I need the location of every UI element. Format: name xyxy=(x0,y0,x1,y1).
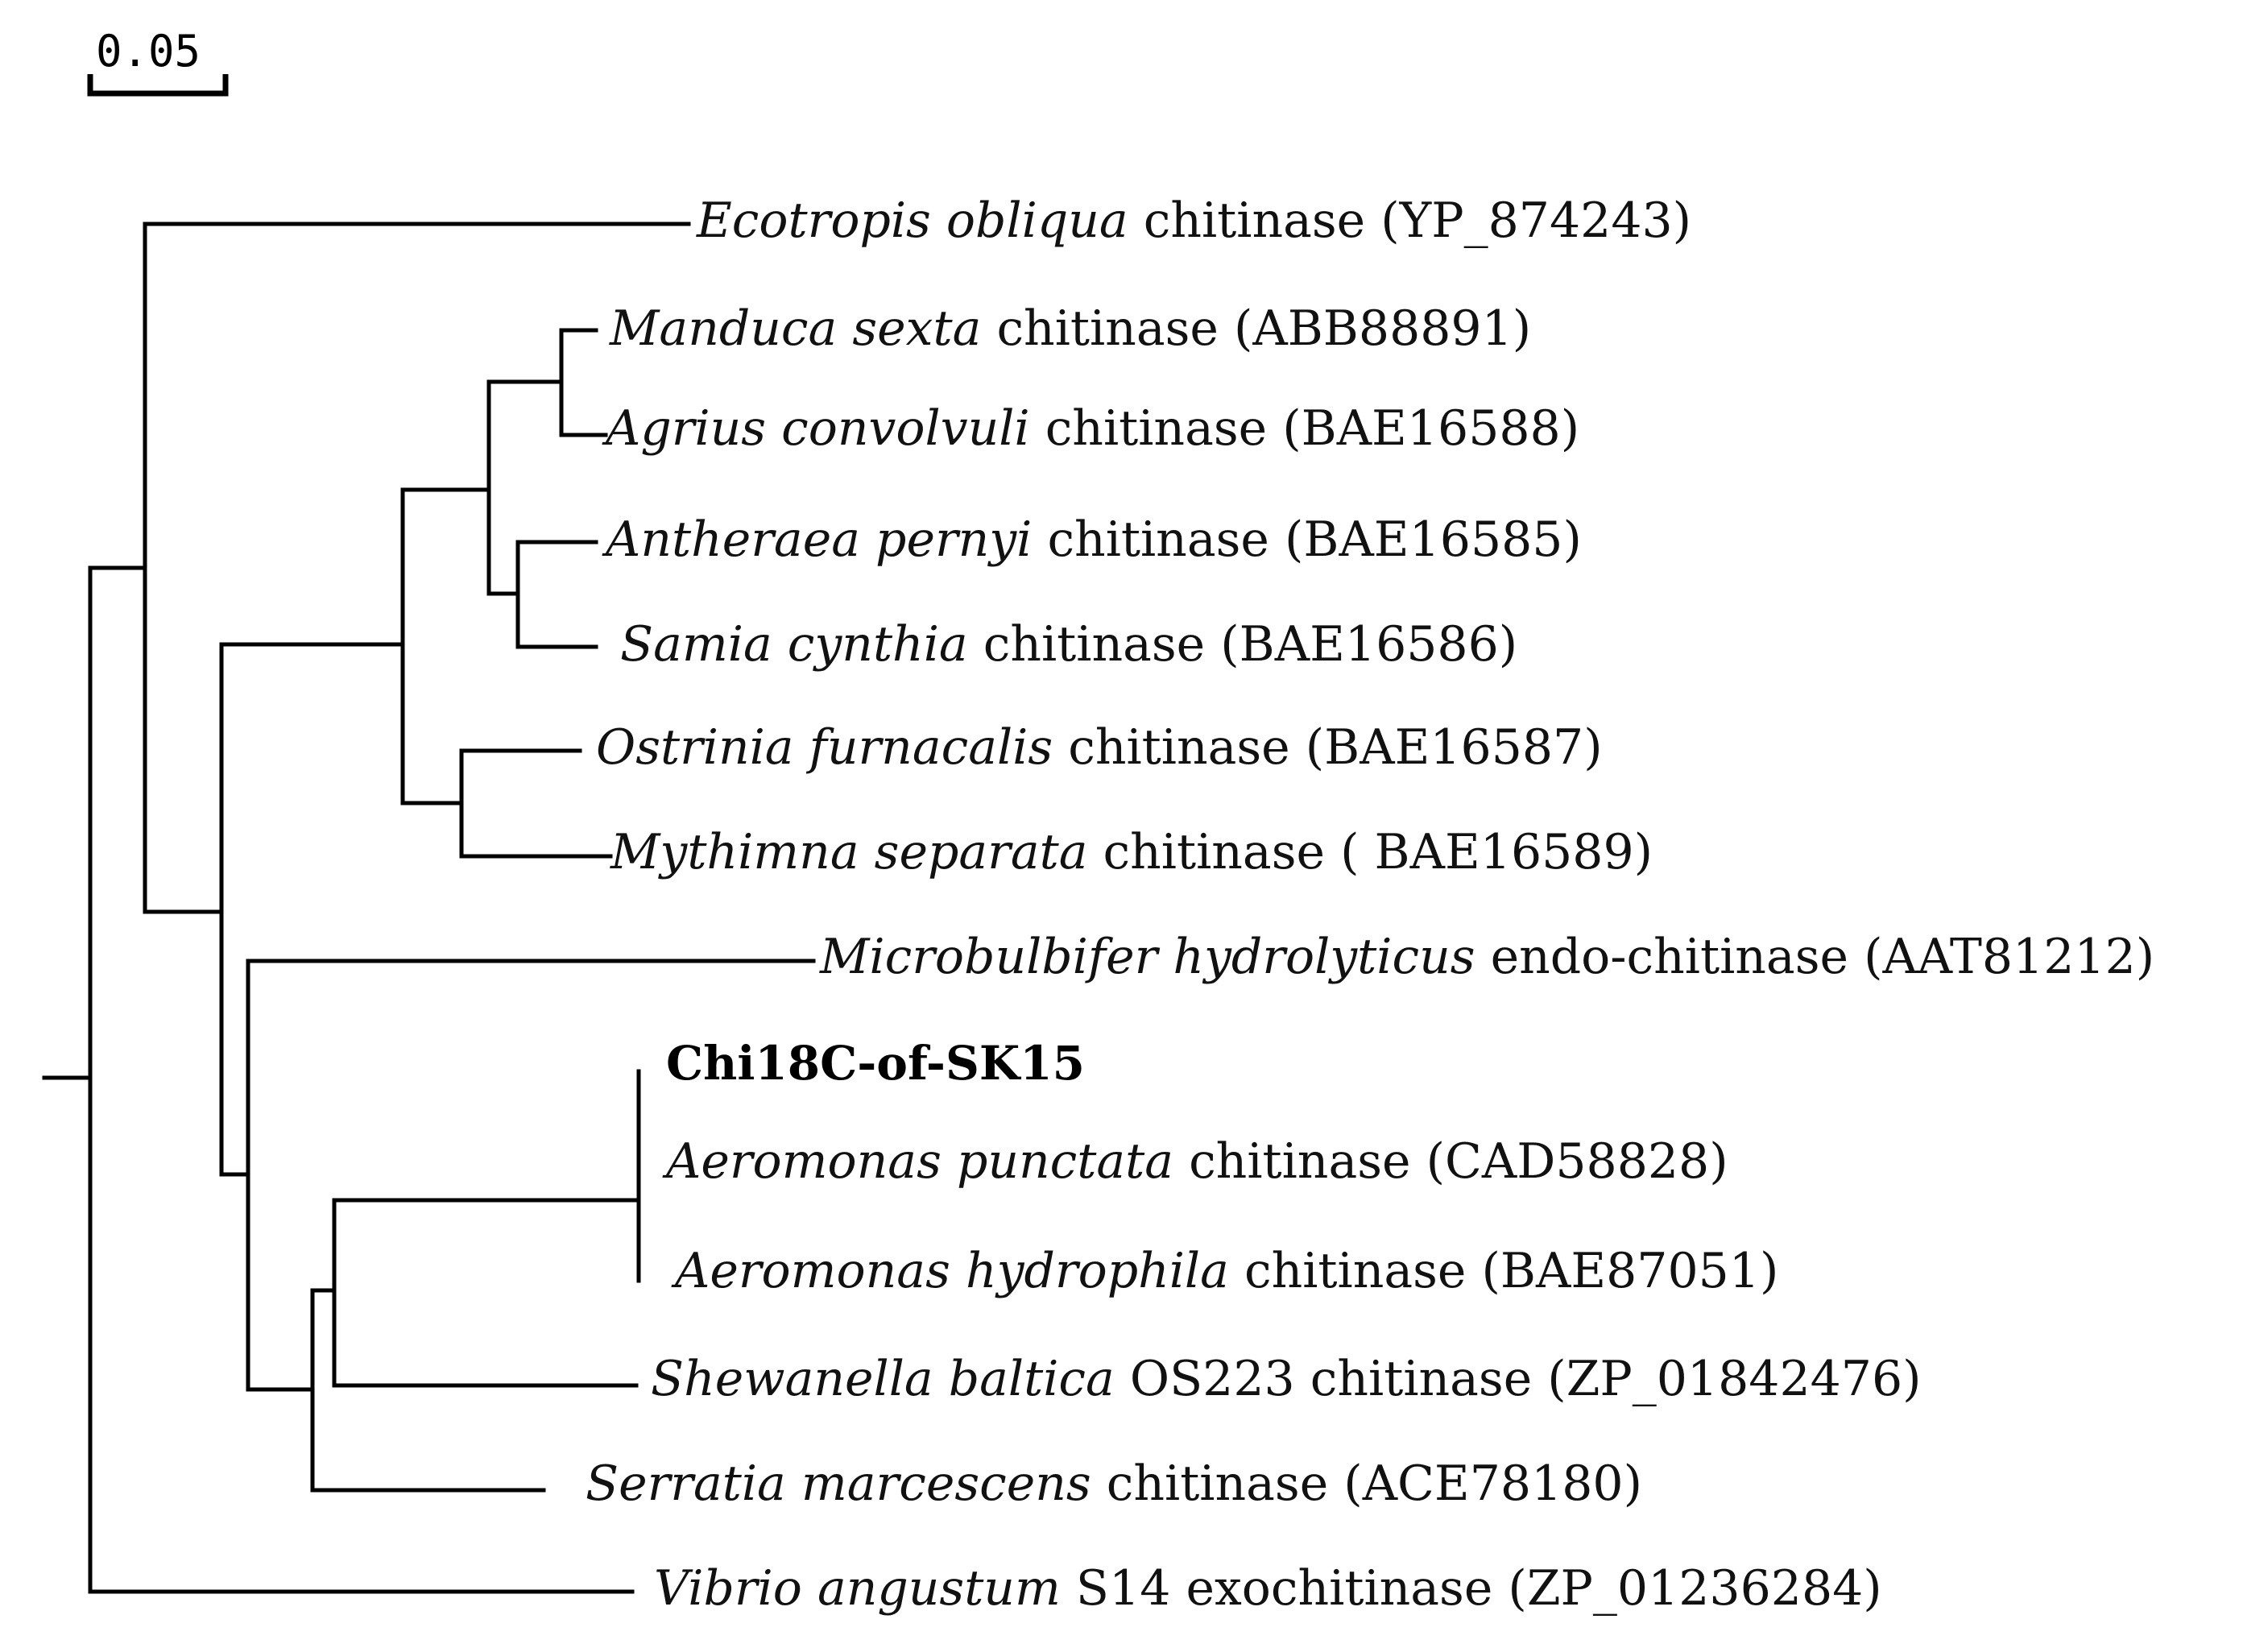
species-name: Mythimna separata xyxy=(610,824,1087,880)
taxon-label-manduca: Manduca sexta chitinase (ABB88891) xyxy=(609,300,1531,357)
scale-bar-line xyxy=(87,74,229,97)
accession: chitinase (BAE16588) xyxy=(1030,400,1580,457)
taxon-label-agrius: Agrius convolvuli chitinase (BAE16588) xyxy=(602,400,1579,457)
taxon-label-serratia: Serratia marcescens chitinase (ACE78180) xyxy=(586,1456,1642,1512)
taxon-label-microbulbifer: Microbulbifer hydrolyticus endo-chitinas… xyxy=(819,929,2154,985)
accession: OS223 chitinase (ZP_01842476) xyxy=(1115,1351,1922,1407)
species-name: Aeromonas hydrophila xyxy=(671,1243,1229,1299)
accession: S14 exochitinase (ZP_01236284) xyxy=(1061,1560,1882,1617)
taxon-label-vibrio: Vibrio angustum S14 exochitinase (ZP_012… xyxy=(654,1560,1882,1617)
accession: chitinase (YP_874243) xyxy=(1128,193,1691,249)
species-name: Serratia marcescens xyxy=(586,1456,1091,1512)
species-name: Agrius convolvuli xyxy=(602,400,1030,457)
accession: chitinase (BAE87051) xyxy=(1229,1243,1779,1299)
accession: chitinase (BAE16587) xyxy=(1053,719,1603,776)
accession: endo-chitinase (AAT81212) xyxy=(1475,929,2155,985)
taxon-label-samia: Samia cynthia chitinase (BAE16586) xyxy=(620,616,1517,673)
species-name: Ostrinia furnacalis xyxy=(596,719,1053,776)
taxon-label-chi18c: Chi18C-of-SK15 xyxy=(666,1036,1085,1091)
species-name: Shewanella baltica xyxy=(651,1351,1115,1407)
species-name: Antheraea pernyi xyxy=(602,511,1032,568)
taxon-label-ecotropis: Ecotropis obliqua chitinase (YP_874243) xyxy=(696,193,1691,249)
accession: chitinase ( BAE16589) xyxy=(1087,824,1653,880)
taxon-label-shewanella: Shewanella baltica OS223 chitinase (ZP_0… xyxy=(651,1351,1922,1407)
species-name: Aeromonas punctata xyxy=(662,1133,1173,1190)
taxon-label-ostrinia: Ostrinia furnacalis chitinase (BAE16587) xyxy=(596,719,1603,776)
accession: chitinase (ABB88891) xyxy=(981,300,1531,357)
taxon-label-mythimna: Mythimna separata chitinase ( BAE16589) xyxy=(610,824,1653,880)
accession: chitinase (CAD58828) xyxy=(1173,1133,1728,1190)
accession: chitinase (BAE16585) xyxy=(1032,511,1582,568)
species-name: Samia cynthia xyxy=(620,616,968,673)
taxon-label-aeromonas-punctata: Aeromonas punctata chitinase (CAD58828) xyxy=(662,1133,1728,1190)
species-name: Vibrio angustum xyxy=(654,1560,1061,1617)
accession: chitinase (ACE78180) xyxy=(1091,1456,1642,1512)
taxon-label-antheraea: Antheraea pernyi chitinase (BAE16585) xyxy=(602,511,1582,568)
tree-branches xyxy=(42,222,816,1594)
taxon-label-aeromonas-hydrophila: Aeromonas hydrophila chitinase (BAE87051… xyxy=(671,1243,1778,1299)
scale-bar: 0.05 xyxy=(87,26,229,97)
taxon-labels: Ecotropis obliqua chitinase (YP_874243) … xyxy=(586,193,2154,1617)
scale-bar-label: 0.05 xyxy=(96,26,201,77)
accession: chitinase (BAE16586) xyxy=(968,616,1518,673)
species-name: Microbulbifer hydrolyticus xyxy=(819,929,1475,985)
species-name: Ecotropis obliqua xyxy=(696,193,1128,249)
species-name: Manduca sexta xyxy=(609,300,981,357)
